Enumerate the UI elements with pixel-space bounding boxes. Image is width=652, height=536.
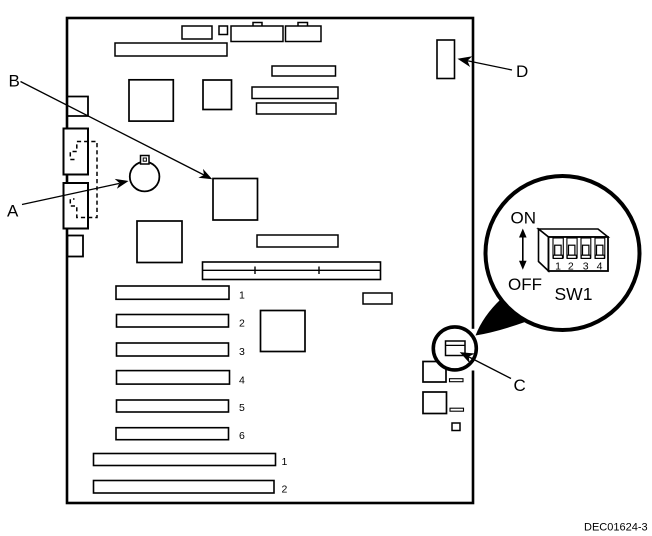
svg-text:3: 3: [583, 260, 589, 272]
svg-text:1: 1: [555, 260, 561, 272]
svg-text:5: 5: [239, 402, 245, 414]
svg-text:1: 1: [282, 456, 288, 468]
svg-text:C: C: [514, 376, 526, 395]
svg-text:2: 2: [568, 260, 574, 272]
svg-text:A: A: [7, 201, 19, 220]
svg-text:1: 1: [239, 290, 245, 302]
svg-text:4: 4: [239, 375, 245, 387]
svg-text:SW1: SW1: [555, 284, 593, 304]
svg-text:ON: ON: [511, 209, 537, 228]
svg-text:D: D: [516, 62, 528, 81]
svg-text:6: 6: [239, 430, 245, 442]
svg-text:DEC01624-3: DEC01624-3: [584, 522, 648, 534]
svg-text:2: 2: [239, 317, 245, 329]
svg-text:B: B: [9, 71, 20, 90]
svg-text:3: 3: [239, 346, 245, 358]
svg-text:4: 4: [597, 260, 603, 272]
svg-text:2: 2: [282, 484, 288, 496]
svg-text:OFF: OFF: [508, 275, 542, 294]
